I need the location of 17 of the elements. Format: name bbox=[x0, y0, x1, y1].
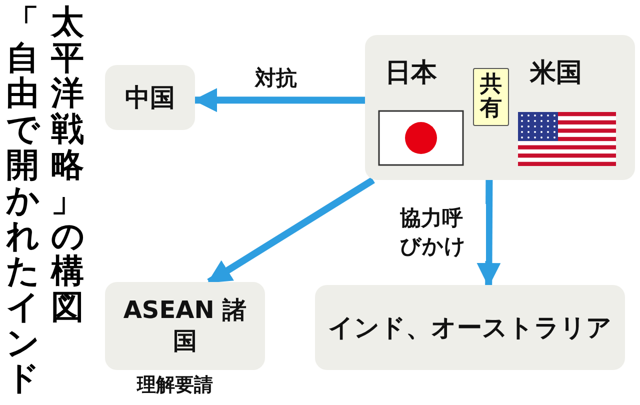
node-label: インド、オーストラリア bbox=[327, 311, 613, 344]
label-box bbox=[473, 68, 509, 126]
group-box bbox=[105, 65, 195, 130]
node-label: 米国 bbox=[530, 57, 582, 90]
group-box bbox=[105, 282, 265, 370]
edge-label: 協力呼びかけ bbox=[398, 204, 486, 261]
group-box bbox=[315, 285, 625, 370]
vertical-title: 「自由で開かれたインド太平洋戦略」の構図 bbox=[6, 4, 86, 400]
arrow bbox=[476, 180, 501, 287]
node-label: 日本 bbox=[385, 57, 437, 90]
node-label: ASEAN 諸国 bbox=[122, 294, 248, 357]
node-label: 中国 bbox=[124, 81, 176, 114]
arrow bbox=[193, 88, 365, 112]
arrow bbox=[207, 177, 375, 285]
group-box bbox=[365, 35, 635, 180]
node-label: 共有 bbox=[480, 72, 502, 122]
node-caption: 理解要請 bbox=[137, 373, 213, 398]
